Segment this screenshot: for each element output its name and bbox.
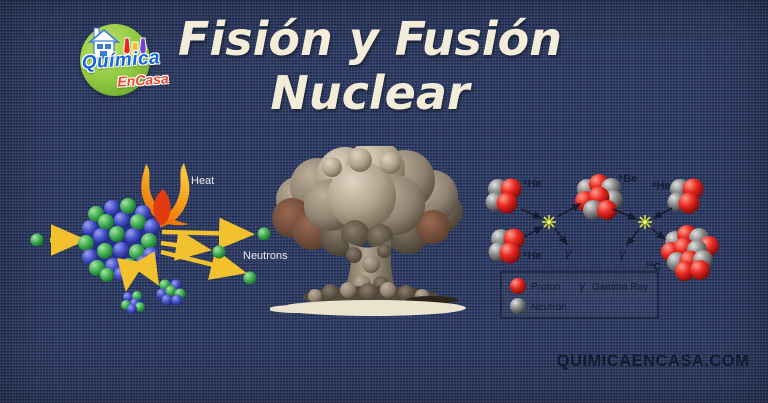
helium-label-top-right: ⁴He [651,180,671,192]
flame-icon [140,163,190,230]
collision-spark-1 [541,214,557,230]
legend-neutron-icon [510,298,526,314]
lab-flasks-icon [123,37,147,55]
fusion-legend: Proton γ Gamma Ray Neutron [500,271,659,319]
beryllium-label: ⁸Be [618,173,637,185]
helium-nucleus-bottom-left [488,228,525,264]
beryllium-nucleus [575,174,623,220]
logo-green-circle [80,24,150,96]
title-line-2: Nuclear [270,66,470,120]
legend-proton-icon [510,278,526,294]
fission-fragment-2 [156,279,186,306]
ejected-neutron-3 [243,271,257,285]
gamma-label-1: γ [565,245,573,260]
mushroom-cloud-illustration [270,146,466,316]
helium-nucleus-top-left [485,178,522,214]
gamma-label-2: γ [619,246,627,261]
carbon-label: ¹²C [646,261,661,273]
title-line-1: Fisión y Fusión [178,12,562,66]
helium-nucleus-top-right [667,178,704,214]
legend-gamma-ray-label: Gamma Ray [592,282,648,293]
fission-fragment-1 [121,291,145,314]
fusion-diagram: ⁴He ⁴He ⁴He ⁸Be ¹²C γ γ Proton γ Gamma R… [485,173,719,319]
neutron-arrow-3 [160,249,247,280]
fragment-arrow-2 [130,251,160,286]
incoming-neutron [30,233,44,247]
page-title: Fisión y Fusión Nuclear [168,12,572,120]
house-icon [87,27,121,59]
neutron-arrow-1 [161,217,255,250]
carbon-nucleus [661,225,719,281]
neutron-arrow-2 [160,229,212,261]
collision-spark-2 [637,214,653,230]
neutrons-label: Neutrons [243,250,288,262]
helium-label-top-left: ⁴He [522,178,542,190]
legend-neutron-label: Neutron [531,302,567,313]
legend-gamma-symbol: γ [579,279,586,293]
fragment-arrow-1 [117,258,145,292]
ejected-neutron-1 [257,227,271,241]
fusion-arrows [520,203,673,247]
website-url: QUIMICAENCASA.COM [556,352,750,370]
heat-label: Heat [191,175,214,187]
legend-proton-label: Proton [531,282,560,293]
fission-diagram: Heat Neutrons [30,163,288,314]
ejected-neutron-2 [212,245,226,259]
helium-label-bottom-left: ⁴He [522,250,542,262]
quimica-encasa-logo: Química EnCasa [56,10,178,106]
